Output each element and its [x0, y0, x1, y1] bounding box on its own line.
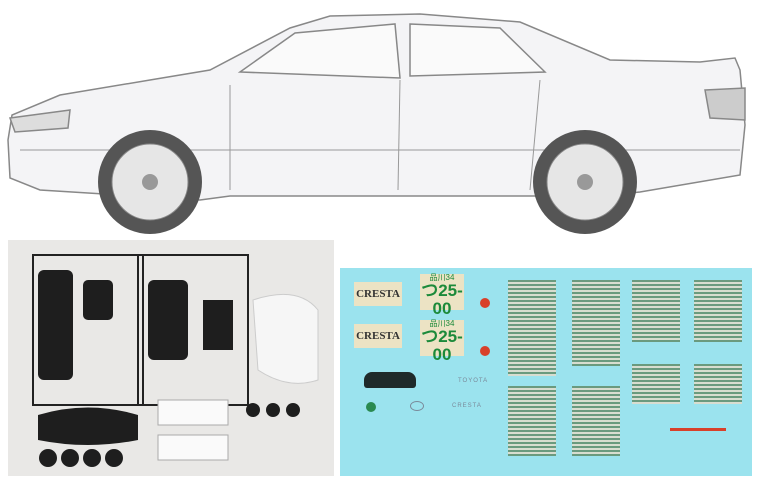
front-wheel [98, 130, 202, 234]
toyota-text-decal: TOYOTA [458, 378, 489, 384]
gauge-cluster-decal [364, 372, 416, 388]
rear-wheel [533, 130, 637, 234]
stripe-decal [508, 280, 556, 376]
stripe-decal [572, 386, 620, 456]
red-emblem-decal [480, 346, 490, 356]
stripe-decal [632, 280, 680, 342]
stripe-decal [508, 386, 556, 456]
red-emblem-decal [480, 298, 490, 308]
toyota-logo-decal [410, 401, 424, 411]
stripe-decal [572, 280, 620, 366]
plate-number: つ25-00 [421, 281, 463, 318]
red-line-decal [670, 428, 726, 431]
car-side-illustration [7, 13, 746, 234]
plate-number: つ25-00 [421, 327, 463, 364]
stripe-decal [694, 364, 742, 404]
cresta-decal: CRESTA [354, 282, 402, 306]
stripe-decal [694, 280, 742, 342]
cresta-decal: CRESTA [354, 324, 402, 348]
cresta-text-decal: CRESTA [452, 403, 482, 409]
plate-region: 品川34 [429, 273, 455, 282]
sprue-parts [32, 254, 319, 467]
kit-parts-photo [8, 240, 334, 476]
green-emblem-decal [366, 402, 376, 412]
plate-region: 品川34 [429, 319, 455, 328]
stripe-decal [632, 364, 680, 404]
